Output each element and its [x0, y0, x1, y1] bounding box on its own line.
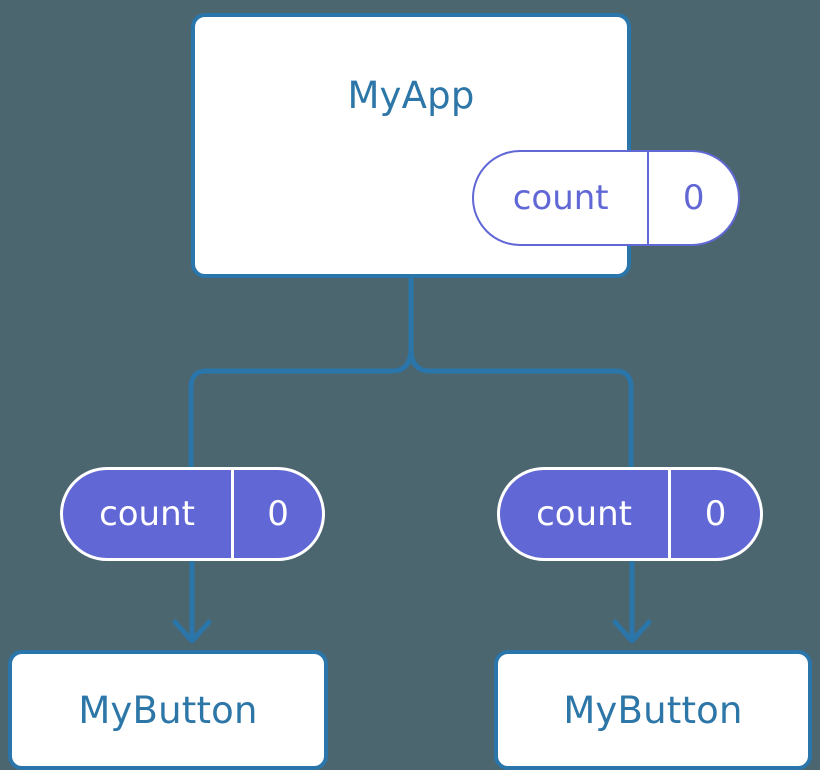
- state-name: count: [500, 470, 672, 558]
- state-name: count: [63, 470, 235, 558]
- state-name: count: [474, 152, 650, 244]
- component-title: MyApp: [347, 74, 475, 117]
- state-value: 0: [704, 494, 727, 534]
- connector-branch-left: [188, 348, 414, 478]
- component-node-myapp[interactable]: MyApp count 0: [191, 13, 740, 278]
- state-value: 0: [267, 494, 289, 534]
- component-node-mybutton-1[interactable]: MyButton: [494, 650, 812, 770]
- state-pill-child-1[interactable]: count 0: [497, 467, 763, 561]
- arrow-head-right-icon: [612, 619, 652, 644]
- connector-branch-right: [408, 348, 634, 478]
- state-value: 0: [682, 178, 705, 218]
- arrow-head-left-icon: [172, 619, 212, 644]
- component-node-mybutton-0[interactable]: MyButton: [8, 650, 328, 770]
- state-pill-root[interactable]: count 0: [472, 150, 740, 246]
- state-pill-child-0[interactable]: count 0: [60, 467, 325, 561]
- component-title: MyButton: [78, 688, 258, 732]
- component-title: MyButton: [563, 688, 743, 732]
